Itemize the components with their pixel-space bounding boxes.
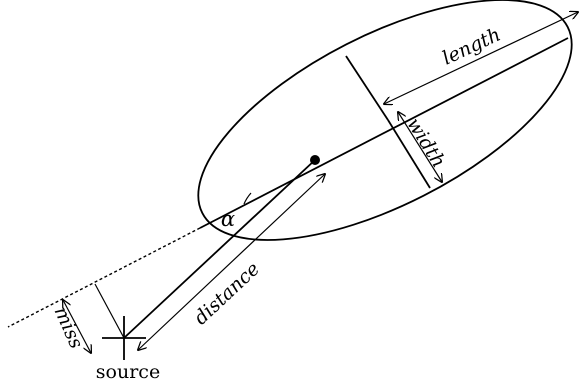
distance-arrow: [138, 174, 325, 350]
source-label: source: [96, 361, 160, 383]
alpha-label: α: [221, 207, 235, 231]
width-arrow: [398, 112, 442, 182]
major-axis-line: [199, 37, 569, 229]
miss-perpendicular: [94, 283, 125, 339]
length-arrow: [384, 12, 578, 104]
major-axis-extension: [7, 227, 201, 328]
shower-ellipse: [197, 0, 573, 241]
centroid-dot: [310, 155, 320, 165]
miss-label: miss: [50, 303, 88, 352]
width-label: width: [402, 114, 449, 172]
cross-line: [345, 55, 389, 121]
distance-label: distance: [190, 258, 264, 329]
miss-arrow: [63, 300, 91, 353]
